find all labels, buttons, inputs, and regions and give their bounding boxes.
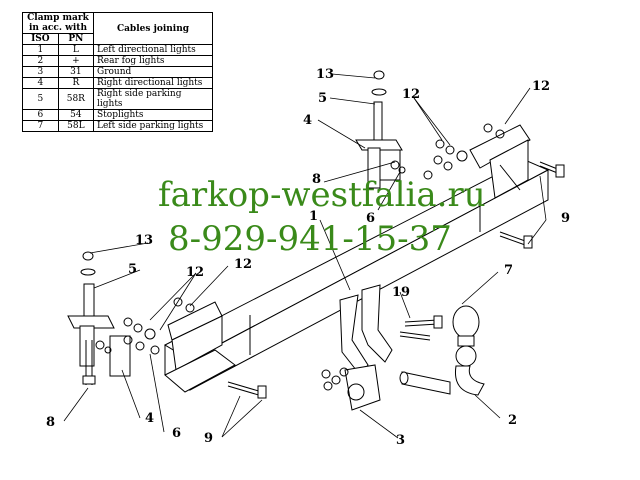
watermark-phone: 8-929-941-15-37: [168, 219, 452, 259]
part-label-6: 6: [366, 211, 375, 226]
part-label-12: 12: [402, 87, 420, 102]
center-bracket: [321, 284, 393, 411]
part-label-8: 8: [46, 415, 55, 430]
part-label-12: 12: [186, 265, 204, 280]
part-label-4: 4: [303, 113, 312, 128]
part-label-6: 6: [172, 426, 181, 441]
part-label-5: 5: [128, 262, 137, 277]
cable-table: Clamp mark in acc. with Cables joining I…: [22, 12, 213, 132]
part-label-5: 5: [318, 91, 327, 106]
part-label-13: 13: [316, 67, 334, 82]
right-mount-plate: [355, 70, 403, 189]
part-label-4: 4: [145, 411, 154, 426]
part-label-13: 13: [135, 233, 153, 248]
crossbar-beam: [163, 159, 550, 391]
part-label-3: 3: [396, 433, 405, 448]
left-nuts: [95, 297, 195, 355]
part-label-12: 12: [234, 257, 252, 272]
watermark-site: farkop-westfalia.ru: [158, 175, 486, 215]
part-label-9: 9: [561, 211, 570, 226]
part-label-19: 19: [392, 285, 410, 300]
part-label-2: 2: [508, 413, 517, 428]
center-bolts: [399, 315, 443, 341]
part-label-1: 1: [309, 209, 318, 224]
part-label-9: 9: [204, 431, 213, 446]
right-nuts: [390, 123, 505, 180]
right-bolts: [499, 161, 565, 249]
left-bolts: [227, 381, 267, 399]
leader-lines: [63, 73, 547, 439]
tow-ball: [399, 305, 485, 396]
part-label-7: 7: [504, 263, 513, 278]
right-bracket: [469, 124, 531, 199]
left-mount-plate: [67, 251, 131, 385]
left-bracket: [164, 301, 236, 393]
part-label-12: 12: [532, 79, 550, 94]
part-label-8: 8: [312, 172, 321, 187]
